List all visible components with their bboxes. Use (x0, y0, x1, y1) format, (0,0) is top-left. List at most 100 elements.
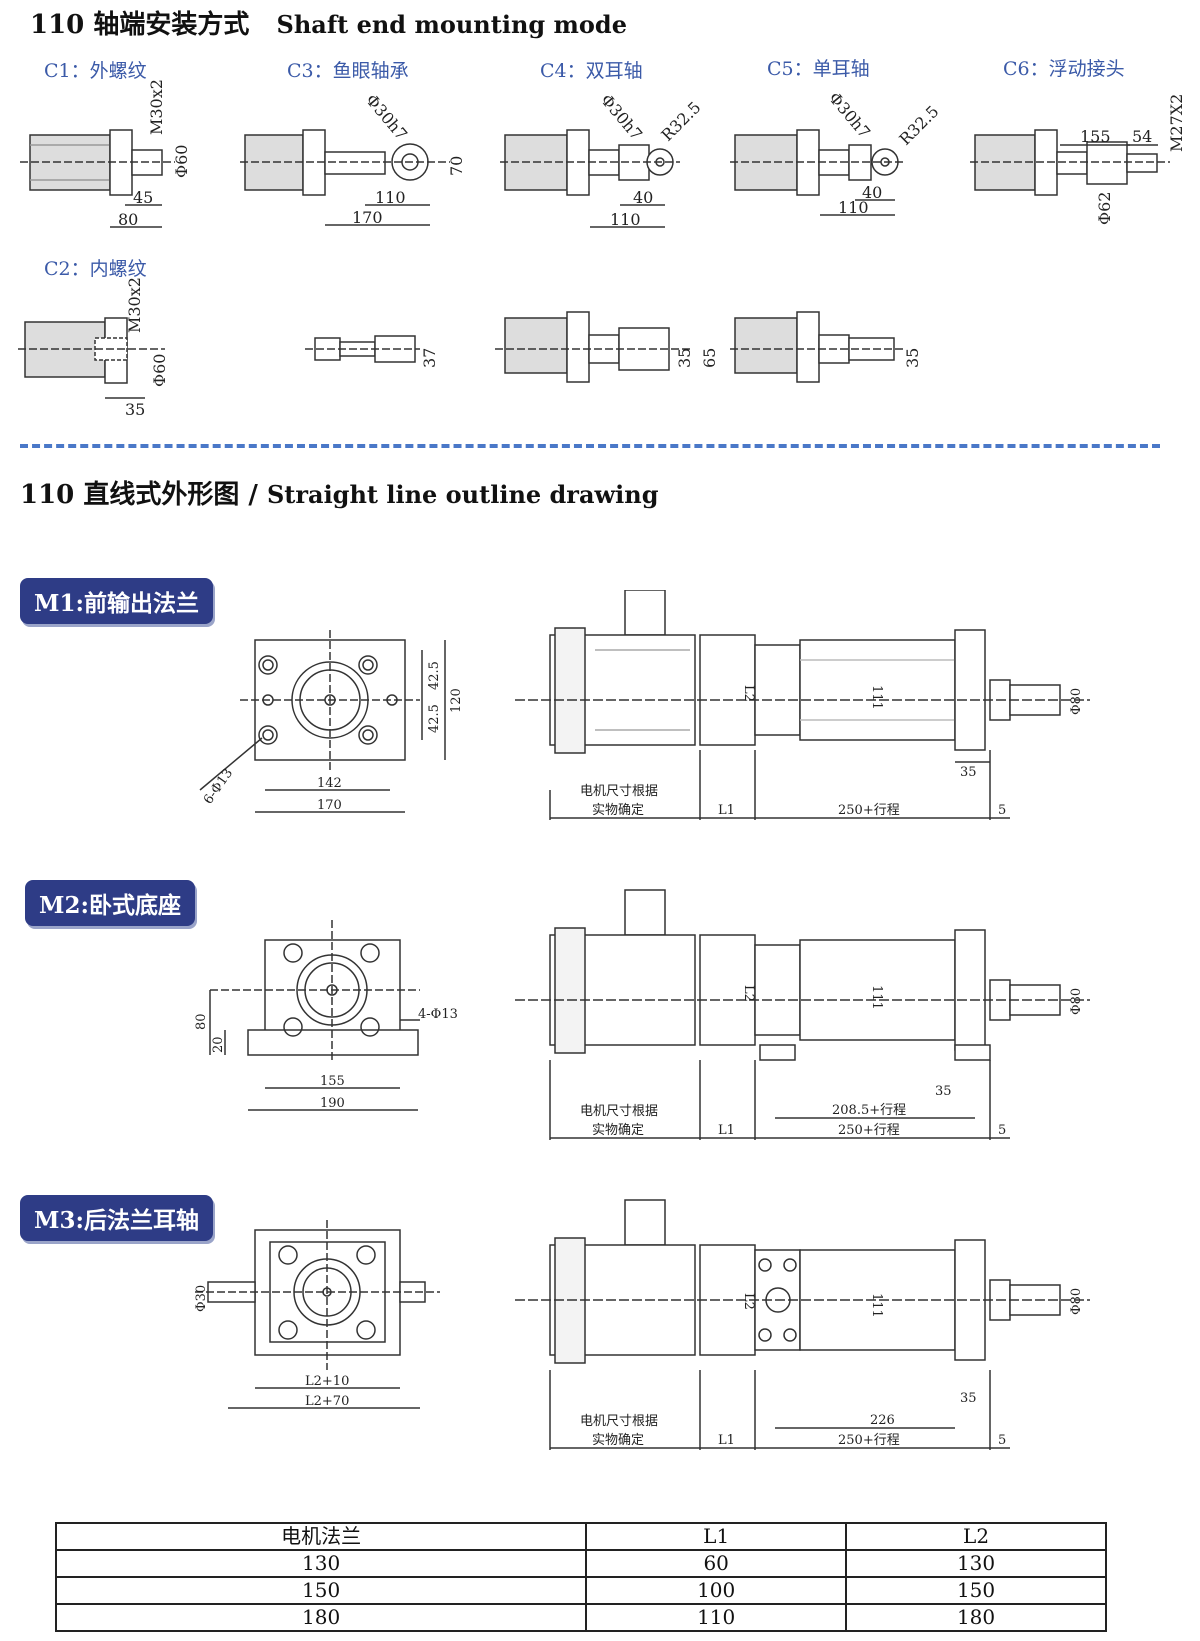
m1-side-note2: 实物确定 (592, 803, 644, 818)
c5-dim-40: 40 (862, 183, 882, 202)
m2-side-view: L2 111 Φ80 35 208.5+行程 电机尺寸根据 实物确定 L1 25… (515, 889, 1090, 1140)
c4-dim-40: 40 (633, 188, 653, 207)
row2-dim-37: 37 (420, 348, 439, 368)
spec-table: 电机法兰 L1 L2 130 60 130 150 100 150 180 11… (54, 1522, 1107, 1632)
table-header-row: 电机法兰 L1 L2 (54, 1522, 1107, 1551)
row2-dim-35a: 35 (675, 348, 694, 368)
m1-side-5: 5 (998, 803, 1006, 818)
c5-dim-radius: R32.5 (895, 102, 942, 149)
c6-label: C6：浮动接头 (1003, 58, 1125, 80)
c2-dim-thread: M30x2 (125, 277, 144, 333)
m1-side-view: L2 111 Φ80 35 电机尺寸根据 实物确定 L1 250+行程 5 (515, 590, 1090, 820)
m1-dim-170: 170 (317, 798, 342, 813)
c5-part-drawing: 35 (730, 311, 922, 383)
m3-dim-l2-10: L2+10 (305, 1374, 349, 1389)
m2-front-view: 80 20 4-Φ13 155 190 (194, 920, 458, 1111)
m1-side-l1: L1 (718, 803, 735, 818)
m1-side-stroke: 250+行程 (838, 803, 900, 818)
m2-dim-190: 190 (320, 1096, 345, 1111)
c4-label: C4：双耳轴 (540, 60, 643, 82)
m3-side-dia80: Φ80 (1069, 1288, 1084, 1315)
m1-dim-42-5-b: 42.5 (427, 704, 442, 733)
c3-label: C3：鱼眼轴承 (287, 60, 409, 82)
m3-side-note1: 电机尺寸根据 (580, 1414, 658, 1429)
table-cell: 150 (845, 1576, 1107, 1605)
m2-side-5: 5 (998, 1123, 1006, 1138)
m2-dim-20: 20 (211, 1036, 226, 1053)
table-cell: 130 (54, 1549, 588, 1578)
m3-side-5: 5 (998, 1433, 1006, 1448)
outline-title-cn: 110 直线式外形图 (20, 480, 240, 510)
m3-badge: M3:后法兰耳轴 (20, 1195, 213, 1241)
shaft-end-drawings: 45 80 M30x2 Φ60 110 170 Φ30h7 70 40 110 … (18, 80, 1186, 419)
c5-drawing: 40 110 Φ30h7 R32.5 (730, 88, 943, 217)
c1-dim-45: 45 (133, 188, 153, 207)
m2-dim-155: 155 (320, 1074, 345, 1089)
m2-side-l1: L1 (718, 1123, 735, 1138)
m2-side-stroke: 250+行程 (838, 1123, 900, 1138)
title-cn: 110 轴端安装方式 (30, 10, 250, 40)
c3-dim-70: 70 (447, 156, 466, 176)
m3-side-111: 111 (869, 1293, 884, 1318)
m3-side-l2: L2 (741, 1293, 756, 1310)
m3-dim-dia30: Φ30 (194, 1285, 209, 1312)
table-header-cell: 电机法兰 (54, 1522, 588, 1551)
m1-dim-holes: 6-Φ13 (201, 766, 236, 807)
m3-dim-l2-70: L2+70 (305, 1394, 349, 1409)
row2-dim-65: 65 (700, 348, 719, 368)
c3-drawing: 110 170 Φ30h7 70 (240, 90, 466, 227)
table-cell: 100 (585, 1576, 848, 1605)
m2-dim-holes: 4-Φ13 (418, 1007, 458, 1022)
outline-title-sep: / (248, 480, 258, 510)
table-header-cell: L2 (845, 1522, 1107, 1551)
m2-side-note2: 实物确定 (592, 1123, 644, 1138)
table-header-cell: L1 (585, 1522, 848, 1551)
c3-dim-dia: Φ30h7 (362, 90, 411, 144)
outline-title-en: Straight line outline drawing (266, 480, 659, 509)
m1-side-35: 35 (960, 765, 977, 780)
row2-dim-35b: 35 (903, 348, 922, 368)
c6-dim-thread: M27X2 (1167, 94, 1186, 152)
m2-dim-80: 80 (194, 1013, 209, 1030)
m3-side-stroke: 250+行程 (838, 1433, 900, 1448)
section-divider (20, 444, 1160, 448)
c2-label: C2：内螺纹 (44, 258, 147, 280)
c2-dim-35: 35 (125, 400, 145, 419)
table-cell: 60 (585, 1549, 848, 1578)
c3-part-drawing: 37 (305, 335, 439, 368)
c5-dim-dia: Φ30h7 (825, 88, 874, 142)
c1-dim-80: 80 (118, 210, 138, 229)
c1-dim-thread: M30x2 (147, 80, 166, 135)
outline-section-title: 110 直线式外形图 / Straight line outline drawi… (20, 474, 659, 511)
table-cell: 110 (585, 1603, 848, 1632)
c4-dim-dia: Φ30h7 (597, 90, 646, 144)
m3-side-note2: 实物确定 (592, 1433, 644, 1448)
table-row: 130 60 130 (54, 1549, 1107, 1578)
m2-badge: M2:卧式底座 (25, 880, 195, 926)
c6-drawing: 155 54 M27X2 Φ62 (970, 94, 1186, 225)
m3-side-35: 35 (960, 1391, 977, 1406)
c6-dim-dia: Φ62 (1095, 192, 1114, 225)
m2-side-111: 111 (869, 985, 884, 1010)
shaft-section-title: 110 轴端安装方式 Shaft end mounting mode (30, 4, 627, 41)
c5-dim-110: 110 (838, 198, 869, 217)
title-en: Shaft end mounting mode (276, 10, 627, 39)
m2-side-208: 208.5+行程 (832, 1103, 906, 1118)
m1-badge: M1:前输出法兰 (20, 578, 213, 624)
table-cell: 130 (845, 1549, 1107, 1578)
outline-drawings: 42.5 42.5 120 6-Φ13 142 170 L2 111 Φ80 3… (194, 590, 1090, 1450)
m1-side-note1: 电机尺寸根据 (580, 784, 658, 799)
m1-dim-42-5-a: 42.5 (427, 661, 442, 690)
c4-dim-110: 110 (610, 210, 641, 229)
c2-drawing: 35 M30x2 Φ60 (18, 277, 169, 419)
m3-side-226: 226 (870, 1413, 895, 1428)
m2-side-dia80: Φ80 (1069, 988, 1084, 1015)
table-row: 180 110 180 (54, 1603, 1107, 1632)
m1-front-view: 42.5 42.5 120 6-Φ13 142 170 (199, 630, 464, 813)
table-row: 150 100 150 (54, 1576, 1107, 1605)
m2-side-note1: 电机尺寸根据 (580, 1104, 658, 1119)
c3-dim-170: 170 (352, 208, 383, 227)
c4-dim-radius: R32.5 (657, 98, 704, 145)
c1-drawing: 45 80 M30x2 Φ60 (20, 80, 191, 229)
table-cell: 180 (54, 1603, 588, 1632)
